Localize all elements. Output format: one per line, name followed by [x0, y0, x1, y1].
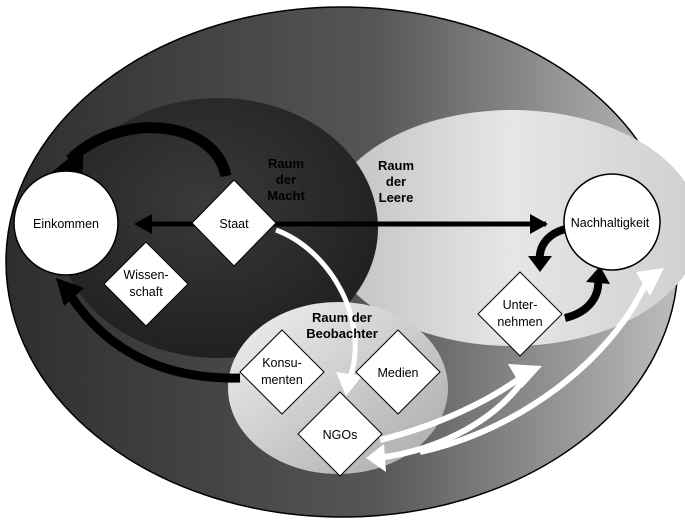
label-einkommen: Einkommen	[33, 217, 99, 231]
node-medien: Medien	[355, 329, 441, 415]
arrow-staat-einkommen-top	[66, 122, 232, 178]
label-wissenschaft-2: schaft	[129, 285, 163, 299]
arrowhead-nachhaltigkeit	[586, 266, 610, 284]
arrow-unternehmen-ngos	[377, 368, 533, 461]
label-leere-1: Raum	[378, 158, 414, 173]
label-macht-2: der	[276, 172, 296, 187]
arrowhead-einkommen-top	[52, 146, 84, 178]
node-unternehmen: Unter- nehmen	[477, 271, 563, 357]
label-leere-3: Leere	[379, 190, 414, 205]
node-wissenschaft: Wissen- schaft	[103, 241, 189, 327]
arrowhead-nachhaltigkeit-white	[636, 268, 664, 296]
label-wissenschaft-1: Wissen-	[123, 268, 168, 282]
arrowhead-einkommen-bottom	[56, 278, 84, 306]
node-nachhaltigkeit: Nachhaltigkeit	[563, 173, 661, 271]
label-konsumenten-2: menten	[261, 373, 303, 387]
arrowhead-unternehmen	[528, 256, 552, 272]
label-raum-der-leere: Raum der Leere	[378, 158, 414, 205]
label-beobachter-1: Raum der	[312, 310, 372, 325]
label-konsumenten-1: Konsu-	[262, 356, 302, 370]
label-ngos: NGOs	[323, 428, 358, 442]
label-raum-der-beobachter: Raum der Beobachter	[306, 310, 378, 341]
label-macht-1: Raum	[268, 156, 304, 171]
label-medien: Medien	[378, 366, 419, 380]
label-nachhaltigkeit: Nachhaltigkeit	[571, 216, 650, 230]
arrowhead-ngos-bottom	[366, 444, 386, 472]
node-staat: Staat	[191, 179, 277, 267]
label-beobachter-2: Beobachter	[306, 326, 378, 341]
label-unternehmen-2: nehmen	[497, 315, 542, 329]
arrow-staat-ngos	[275, 227, 358, 379]
label-unternehmen-1: Unter-	[503, 298, 538, 312]
arrow-ngos-nachhaltigkeit	[419, 283, 648, 455]
arrowhead-left	[134, 214, 152, 234]
arrow-konsumenten-einkommen	[66, 292, 241, 383]
arrow-ngos-unternehmen	[379, 375, 522, 443]
node-konsumenten: Konsu- menten	[239, 329, 325, 415]
label-macht-3: Macht	[267, 188, 305, 203]
label-raum-der-macht: Raum der Macht	[267, 156, 305, 203]
node-ngos: NGOs	[297, 391, 383, 477]
label-leere-2: der	[386, 174, 406, 189]
arrowhead-ngos	[336, 372, 362, 396]
arrowhead-right	[530, 214, 548, 234]
label-staat: Staat	[219, 217, 249, 231]
node-einkommen: Einkommen	[13, 170, 119, 276]
